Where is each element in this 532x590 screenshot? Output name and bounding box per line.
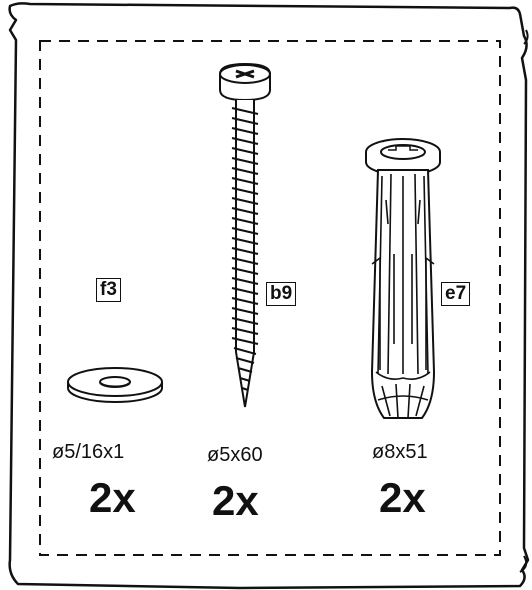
part-label-e7: e7: [441, 282, 471, 306]
part-quantity-b9: 2x: [212, 477, 259, 524]
part-quantity-e7: 2x: [379, 474, 426, 521]
wall-anchor-icon: [365, 138, 441, 419]
part-label-b9: b9: [266, 282, 297, 306]
wall-anchor-part: [358, 134, 448, 428]
part-label-f3: f3: [96, 278, 121, 302]
part-size-b9: ø5x60: [207, 444, 263, 466]
part-size-f3: ø5/16x1: [52, 441, 125, 463]
washer-part: [60, 360, 170, 410]
washer-icon: [67, 367, 163, 403]
screw-part: [212, 62, 278, 412]
part-quantity-f3: 2x: [89, 474, 136, 521]
part-size-e7: ø8x51: [372, 441, 428, 463]
screw-icon: [219, 62, 271, 408]
